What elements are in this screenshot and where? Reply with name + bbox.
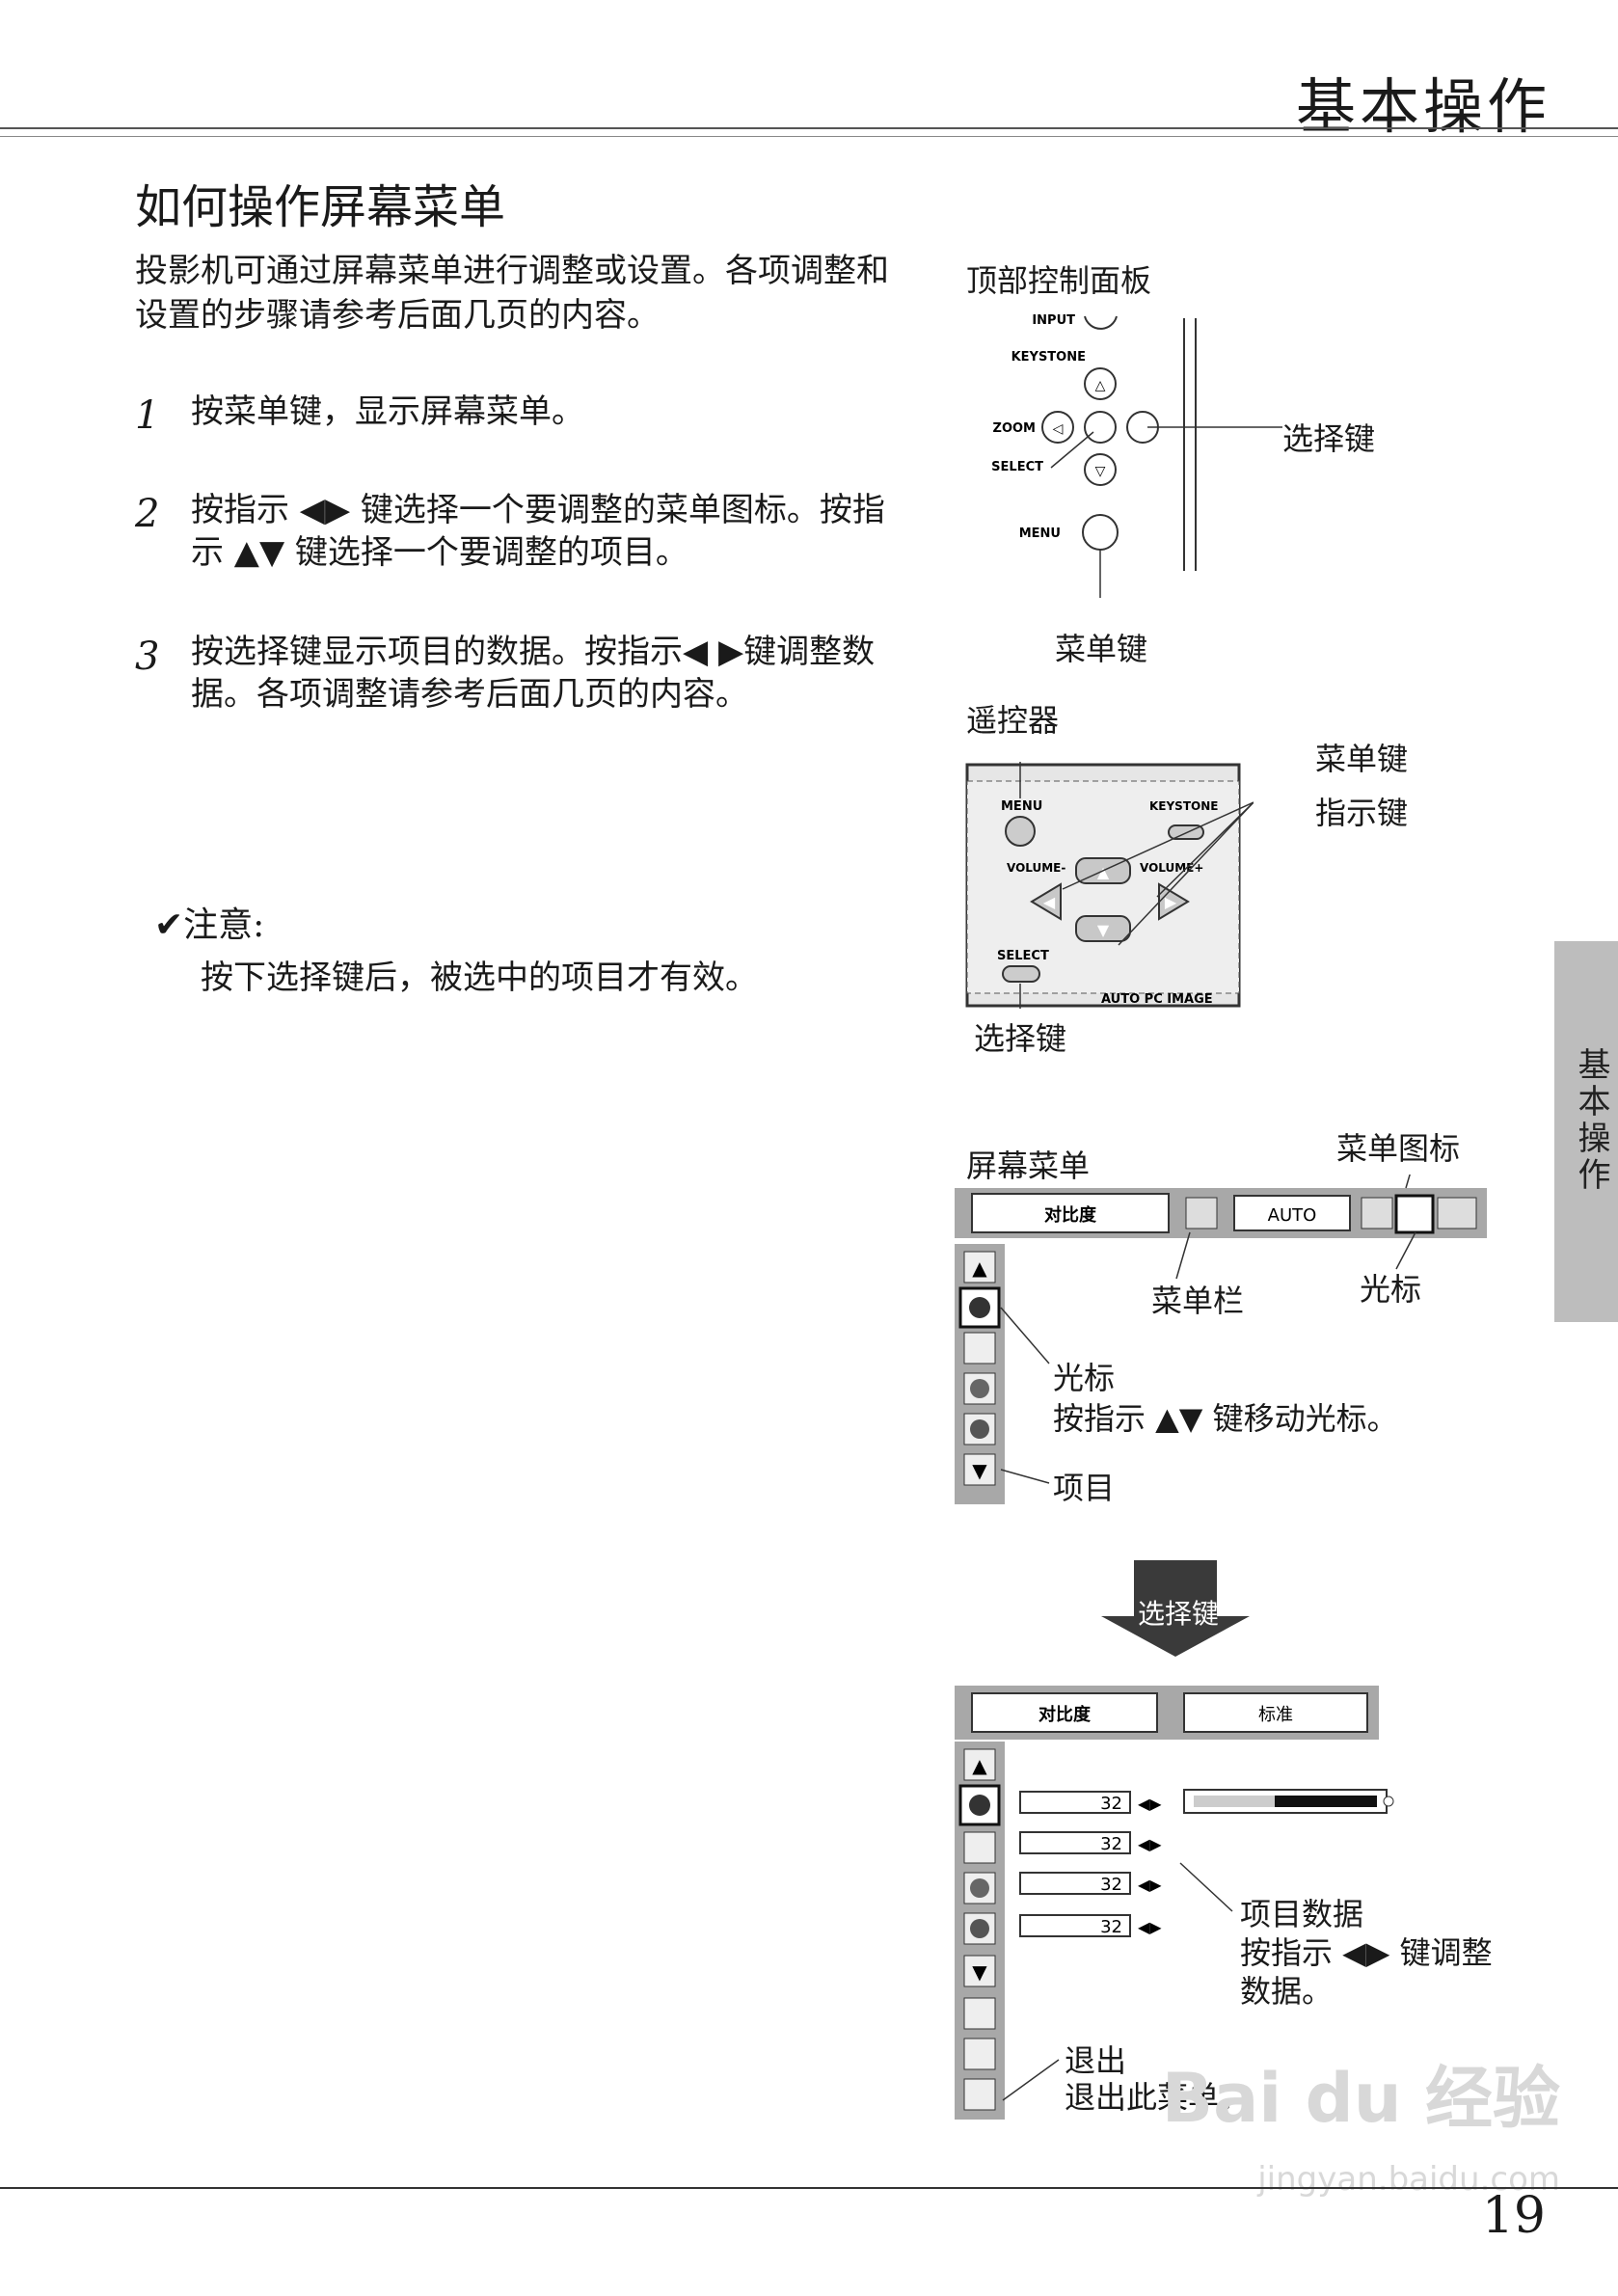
menu-key-label: 菜单键	[1055, 631, 1148, 667]
menu-icon-label: 菜单图标	[1336, 1130, 1461, 1167]
page-number: 19	[1481, 2187, 1546, 2245]
item-value: 32	[1100, 1917, 1122, 1937]
side-tab: 基本操作	[1554, 941, 1618, 1322]
remote-title: 遥控器	[966, 702, 1060, 739]
svg-text:▶: ▶	[1165, 893, 1177, 911]
remote-diagram: ▲ ▼ ◀ ▶ MENU KEYSTONE VOLUME- VOLUME+ SE…	[965, 762, 1254, 1009]
svg-text:▼: ▼	[972, 1960, 987, 1984]
top-panel-title: 顶部控制面板	[966, 262, 1152, 299]
svg-text:▲: ▲	[1097, 863, 1110, 881]
remote-btn-vol-minus: VOLUME-	[1007, 861, 1065, 875]
remote-btn-keystone: KEYSTONE	[1149, 799, 1218, 813]
remote-btn-select: SELECT	[997, 949, 1049, 963]
step-number: 3	[135, 635, 160, 679]
watermark-url: jingyan.baidu.com	[1257, 2160, 1560, 2199]
osd-data-diagram: 对比度 标准 ▲ ▼ 32 ◀▶ 32 ◀▶ 32 ◀▶ 32 ◀▶	[955, 1686, 1394, 2120]
svg-text:◀: ◀	[1043, 893, 1056, 911]
note-body: 按下选择键后，被选中的项目才有效。	[201, 959, 758, 997]
osd-title: 屏幕菜单	[966, 1148, 1091, 1184]
menubar-item: 对比度	[1044, 1204, 1097, 1226]
svg-text:◀▶: ◀▶	[1138, 1876, 1162, 1894]
cursor-label-side: 光标	[1053, 1360, 1116, 1396]
cursor-desc: 按指示 ▲▼ 键移动光标。	[1053, 1400, 1398, 1437]
note-heading: ✔注意:	[154, 905, 265, 945]
menubar2-value: 标准	[1258, 1705, 1293, 1725]
section-title: 如何操作屏幕菜单	[135, 180, 506, 234]
svg-text:▲: ▲	[972, 1754, 987, 1777]
step-number: 1	[135, 393, 160, 438]
menubar-auto: AUTO	[1268, 1205, 1317, 1226]
remote-btn-bottom: AUTO PC IMAGE	[1101, 992, 1213, 1007]
svg-text:◀▶: ◀▶	[1138, 1918, 1162, 1936]
menubar-label: 菜单栏	[1151, 1283, 1245, 1319]
menubar2-item: 对比度	[1038, 1704, 1092, 1725]
remote-pointer-key-label: 指示键	[1315, 795, 1409, 831]
svg-text:▼: ▼	[1097, 921, 1110, 939]
btn-zoom-label: ZOOM	[993, 421, 1036, 436]
exit-desc: 退出此菜单。	[1065, 2079, 1251, 2116]
intro-paragraph: 投影机可通过屏幕菜单进行调整或设置。各项调整和设置的步骤请参考后面几页的内容。	[135, 252, 889, 335]
item-data-label: 项目数据	[1240, 1896, 1364, 1932]
exit-label: 退出	[1065, 2042, 1127, 2079]
item-data-desc2: 数据。	[1240, 1973, 1334, 2010]
item-value: 32	[1100, 1875, 1122, 1895]
down-arrow	[1101, 1560, 1250, 1657]
remote-select-key-label: 选择键	[974, 1020, 1067, 1057]
svg-text:◀▶: ◀▶	[1138, 1795, 1162, 1813]
watermark-logo: Bai du 经验	[1161, 2059, 1560, 2138]
top-panel-diagram: △ ◁ ▽ INPUT KEYSTONE ZOOM SELECT MENU	[991, 313, 1282, 598]
remote-menu-key-label: 菜单键	[1315, 741, 1409, 777]
chapter-title: 基本操作	[1295, 71, 1551, 142]
select-key-label: 选择键	[1282, 420, 1376, 457]
step-text: 按指示 ◀▶ 键选择一个要调整的菜单图标。按指示 ▲▼ 键选择一个要调整的项目。	[191, 491, 885, 572]
step-number: 2	[135, 492, 160, 536]
item-value: 32	[1100, 1834, 1122, 1854]
svg-text:△: △	[1095, 378, 1106, 393]
arrow-select-label: 选择键	[1138, 1598, 1220, 1630]
btn-select-label: SELECT	[991, 460, 1043, 474]
side-tab-label: 基本操作	[1572, 1047, 1610, 1194]
step-text: 按菜单键，显示屏幕菜单。	[191, 392, 584, 431]
btn-keystone-label: KEYSTONE	[1011, 350, 1086, 365]
btn-menu-label: MENU	[1019, 527, 1061, 541]
item-data-desc: 按指示 ◀▶ 键调整	[1240, 1934, 1493, 1971]
svg-text:◁: ◁	[1053, 421, 1064, 437]
footer-rule	[0, 2187, 1618, 2189]
btn-input-label: INPUT	[1032, 313, 1075, 328]
svg-text:◀▶: ◀▶	[1138, 1835, 1162, 1853]
item-label: 项目	[1053, 1470, 1116, 1506]
item-value: 32	[1100, 1794, 1122, 1814]
svg-text:▼: ▼	[972, 1459, 987, 1482]
remote-btn-menu: MENU	[1001, 799, 1042, 814]
osd-menu-diagram: 对比度 AUTO ▲ ▼	[955, 1175, 1487, 1504]
step-text: 按选择键显示项目的数据。按指示◀ ▶键调整数据。各项调整请参考后面几页的内容。	[191, 633, 876, 714]
svg-text:▲: ▲	[972, 1256, 987, 1280]
header-rule-thin	[0, 136, 1618, 137]
cursor-label-top: 光标	[1360, 1271, 1422, 1308]
remote-btn-vol-plus: VOLUME+	[1140, 861, 1203, 875]
header-rule	[0, 127, 1618, 129]
svg-text:▽: ▽	[1095, 464, 1106, 479]
